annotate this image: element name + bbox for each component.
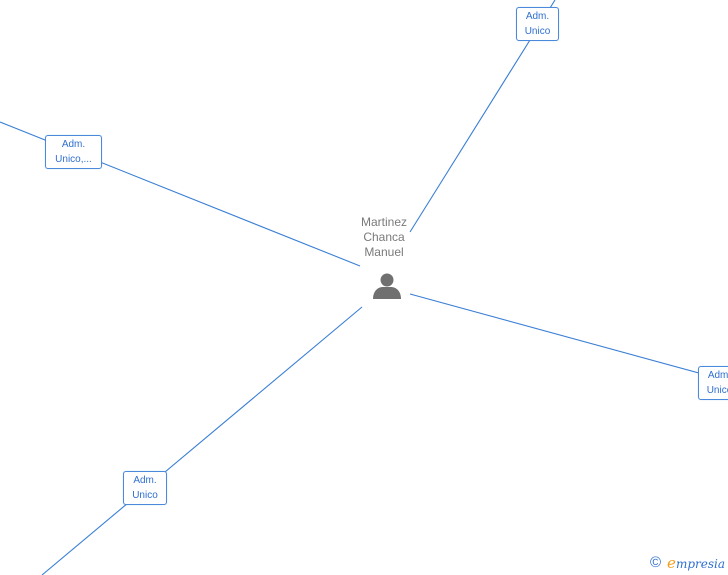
person-icon-head [380,273,394,287]
role-label-upper-left[interactable]: Adm. Unico,... [45,135,102,169]
role-label-line2: Unico [132,490,158,501]
empresia-watermark: © empresia [650,554,725,572]
name-line-1: Martinez [360,215,407,229]
role-label-line1: Adm. [707,370,728,381]
person-icon[interactable] [372,271,402,301]
role-label-line1: Adm. [133,475,157,486]
role-label-line1: Adm. [525,11,550,22]
name-line-2: Chanca [363,230,405,244]
role-label-top-right[interactable]: Adm. Unico [516,7,559,41]
edge-right [409,293,728,382]
brand-logo: empresia [667,554,725,572]
person-icon-body [373,287,401,299]
role-label-line2: Unico [706,385,728,396]
brand-rest: mpresia [675,557,725,571]
role-label-right[interactable]: Adm. Unico [698,366,728,400]
edge-lower-left [41,306,363,575]
copyright-icon: © [649,554,662,571]
center-person-name[interactable]: Martinez Chanca Manuel [349,215,419,260]
name-line-3: Manuel [364,245,404,259]
role-label-line2: Unico [524,26,551,37]
brand-initial: e [667,554,676,572]
role-label-line1: Adm. [61,139,86,150]
role-label-line2: Unico,... [55,154,92,165]
role-label-lower-left[interactable]: Adm. Unico [123,471,167,505]
